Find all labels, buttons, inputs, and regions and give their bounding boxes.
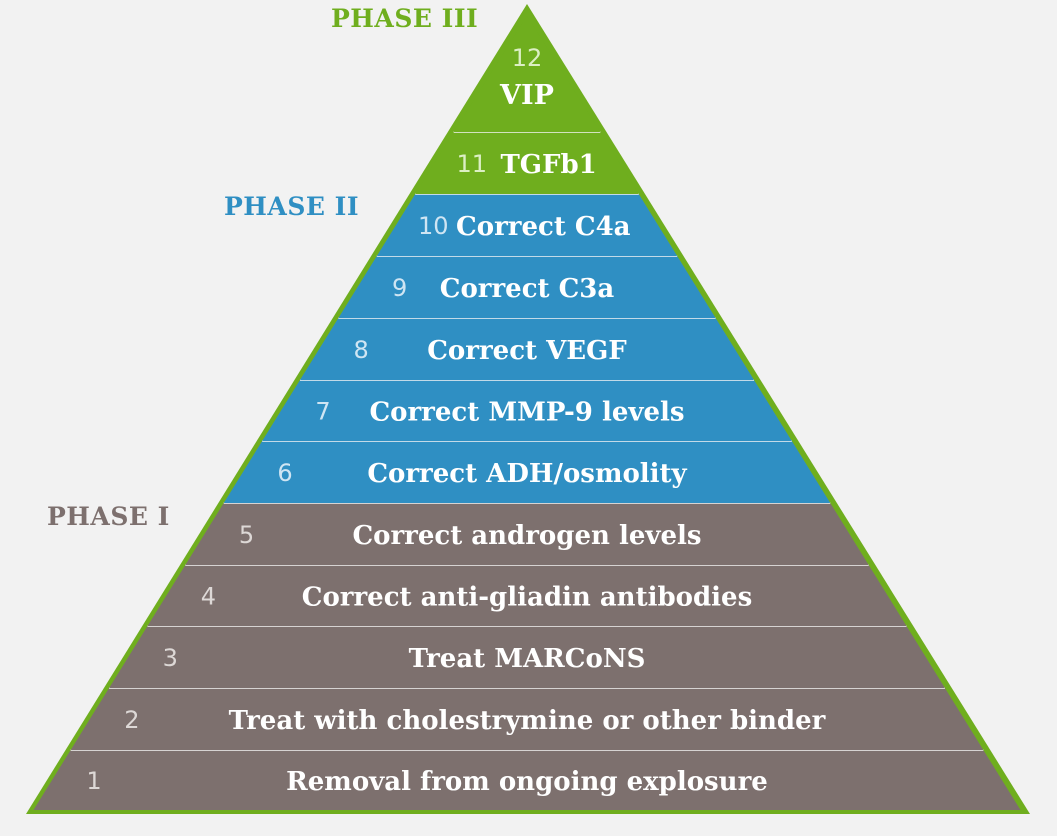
pyramid-level-6: 6 Correct ADH/osmolity (223, 440, 831, 503)
pyramid-level-2: 2 Treat with cholestrymine or other binde… (70, 687, 984, 750)
level-3-band (109, 626, 945, 688)
phase-2-label: PHASE II (224, 192, 360, 221)
level-7-band (262, 380, 792, 441)
level-1-label: Removal from ongoing explosure (286, 767, 768, 797)
pyramid-level-8: 8 Correct VEGF (299, 317, 755, 380)
level-11-label: TGFb1 (500, 150, 596, 180)
level-12-label: VIP (499, 80, 554, 111)
level-8-label: Correct VEGF (427, 336, 627, 366)
level-5-label: Correct androgen levels (352, 521, 701, 551)
pyramid-level-3: 3 Treat MARCoNS (109, 625, 945, 688)
level-10-band (376, 194, 678, 256)
level-12-band (453, 16, 601, 132)
level-4-label: Correct anti-gliadin antibodies (302, 583, 752, 613)
level-7-label: Correct MMP-9 levels (369, 398, 684, 428)
pyramid-level-7: 7 Correct MMP-9 levels (262, 379, 792, 441)
level-9-band (338, 256, 716, 318)
phase-3-label: PHASE III (331, 4, 479, 33)
level-11-number: 11 (456, 150, 487, 178)
level-10-label: Correct C4a (456, 212, 631, 242)
level-2-number: 2 (124, 706, 139, 734)
pyramid-level-5: 5 Correct androgen levels (185, 502, 869, 565)
level-6-number: 6 (277, 459, 292, 487)
level-7-number: 7 (315, 398, 330, 426)
level-9-label: Correct C3a (440, 274, 615, 304)
level-6-label: Correct ADH/osmolity (367, 459, 687, 489)
level-3-label: Treat MARCoNS (409, 644, 646, 674)
pyramid-level-1: 1 Removal from ongoing explosure (33, 749, 1021, 810)
level-8-band (299, 318, 755, 380)
phase-1-label: PHASE I (47, 502, 170, 531)
level-12-number: 12 (512, 44, 543, 72)
level-1-band (33, 750, 1021, 810)
level-10-number: 10 (418, 212, 449, 240)
level-4-band (147, 565, 907, 626)
level-5-number: 5 (239, 521, 254, 549)
pyramid-level-9: 9 Correct C3a (338, 255, 716, 318)
level-1-number: 1 (86, 767, 101, 795)
level-8-number: 8 (354, 336, 369, 364)
level-4-number: 4 (201, 583, 216, 611)
level-2-band (70, 688, 984, 750)
level-11-band (415, 132, 639, 194)
level-6-band (223, 441, 831, 503)
pyramid-level-11: 11 TGFb1 (415, 131, 639, 194)
pyramid-level-4: 4 Correct anti-gliadin antibodies (147, 564, 907, 626)
level-2-label: Treat with cholestrymine or other binder (229, 706, 826, 736)
level-5-band (185, 503, 869, 565)
level-3-number: 3 (163, 644, 178, 672)
level-9-number: 9 (392, 274, 407, 302)
